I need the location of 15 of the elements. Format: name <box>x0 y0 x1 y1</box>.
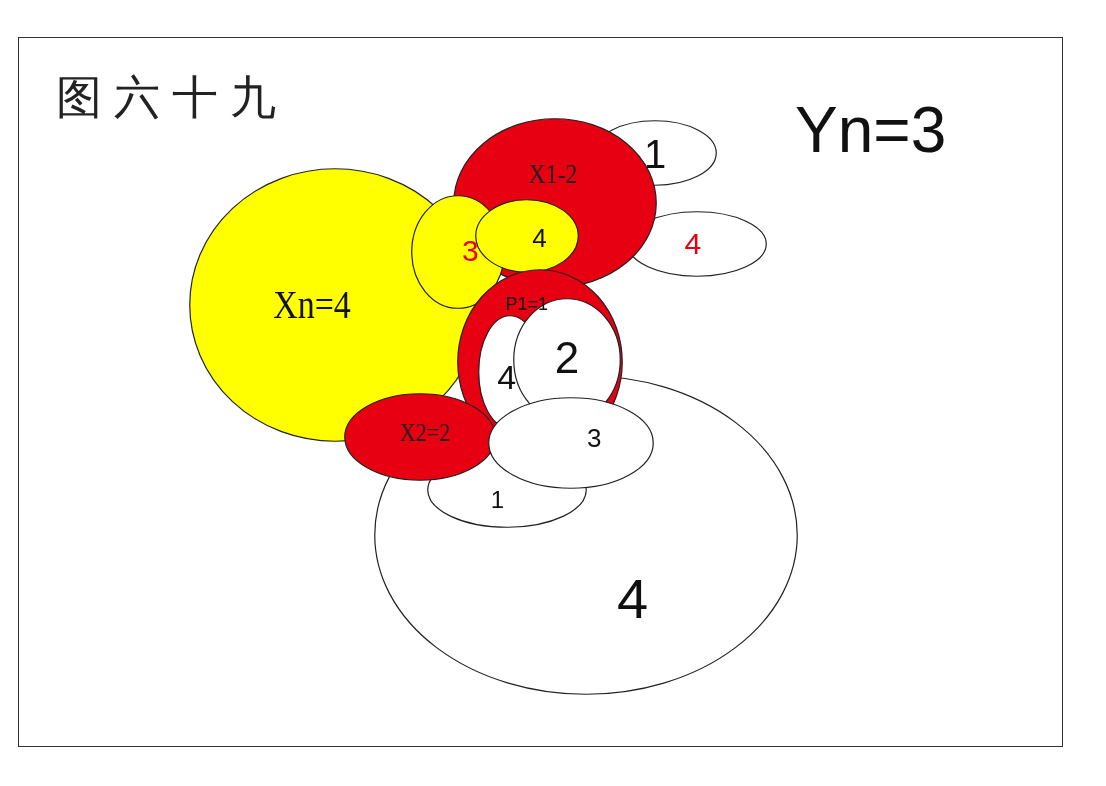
region-label: 4 <box>532 225 547 252</box>
region-label: 4 <box>684 229 702 259</box>
region-label: X2=2 <box>399 420 450 447</box>
region-label: 1 <box>643 134 667 175</box>
region-label: 4 <box>617 571 649 627</box>
figure-title: 图六十九 <box>56 74 288 120</box>
region-label: 2 <box>554 335 580 380</box>
region-label: 3 <box>587 425 602 452</box>
region-label: 1 <box>490 487 505 512</box>
region-label: 4 <box>497 359 517 394</box>
formula-label: Yn=3 <box>795 98 947 162</box>
region-label: P1=1 <box>505 295 548 314</box>
region-label: X1-2 <box>528 160 578 189</box>
region-label: 3 <box>461 235 479 266</box>
region-label: Xn=4 <box>272 285 351 325</box>
